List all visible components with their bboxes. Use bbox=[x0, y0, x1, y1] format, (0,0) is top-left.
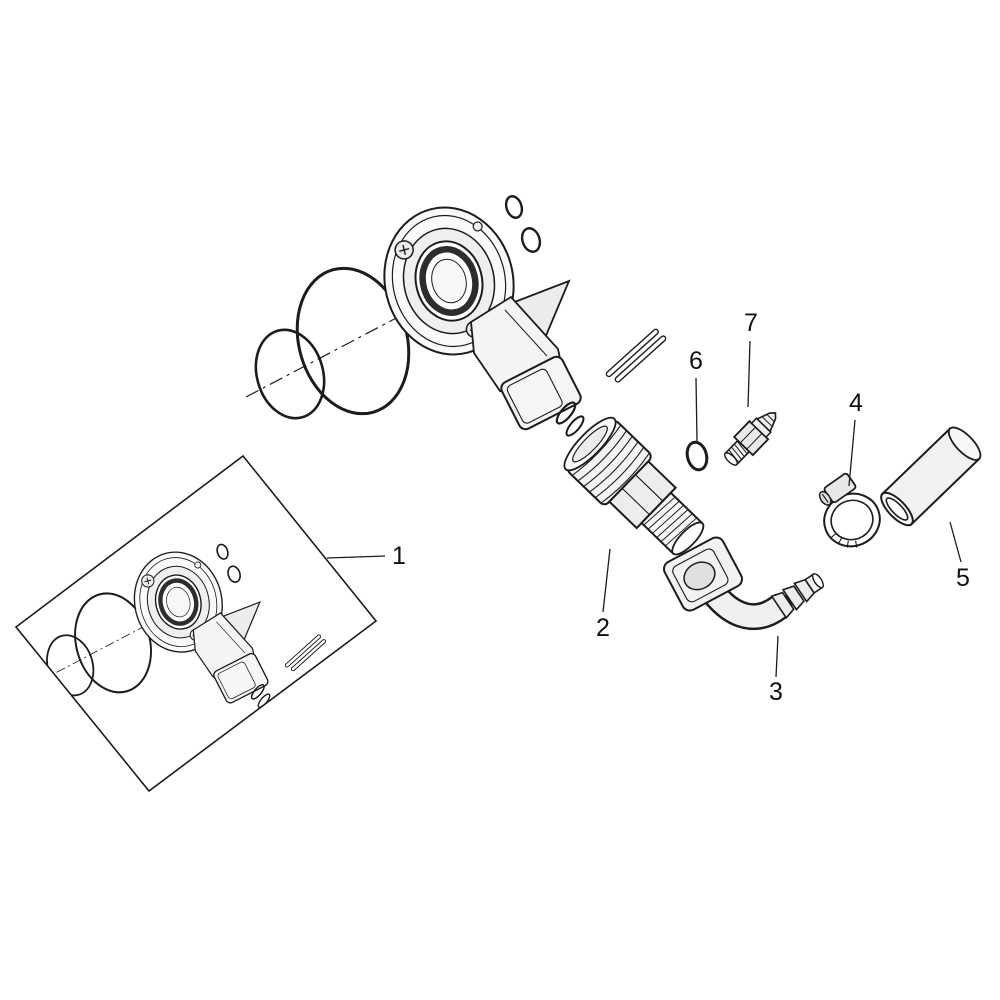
callout-label-3: 3 bbox=[769, 678, 783, 706]
leader-lines bbox=[326, 340, 962, 678]
callout-label-6: 6 bbox=[689, 347, 703, 375]
nipple-hex-facet bbox=[739, 426, 756, 444]
hose-far-end bbox=[947, 426, 982, 461]
thread-lines bbox=[643, 496, 697, 547]
leader-line-6 bbox=[695, 377, 698, 442]
hex-facet-line bbox=[635, 474, 664, 502]
nipple-thread-end bbox=[724, 452, 738, 466]
coupling-rib-lines bbox=[571, 424, 651, 504]
callout-label-5: 5 bbox=[956, 564, 970, 592]
leader-line-3 bbox=[775, 635, 779, 678]
elbow-barb-end bbox=[770, 572, 824, 620]
part-3-elbow-nipple bbox=[663, 536, 824, 631]
clamp-screw-housing bbox=[818, 472, 857, 506]
nipple-barb-ridge bbox=[765, 413, 776, 423]
callout-label-1: 1 bbox=[392, 542, 406, 570]
thread-end-face bbox=[671, 521, 705, 556]
elbow-flange-nut bbox=[663, 536, 743, 612]
leader-line-1 bbox=[326, 555, 386, 559]
part-2-quick-coupling bbox=[563, 416, 705, 556]
elbow-tube-fill bbox=[702, 581, 790, 628]
part-4-hose-clamp bbox=[818, 472, 881, 548]
kit-box-outline bbox=[14, 454, 378, 793]
callout-label-7: 7 bbox=[744, 309, 758, 337]
leader-line-4 bbox=[848, 419, 856, 487]
part-6-o-ring bbox=[685, 440, 709, 472]
nipple-barb-ridge bbox=[761, 416, 773, 428]
callout-label-2: 2 bbox=[596, 614, 610, 642]
hose-bore bbox=[885, 497, 909, 521]
nipple-barb-cone bbox=[755, 412, 777, 433]
hex-facet-line bbox=[621, 487, 650, 516]
leader-line-7 bbox=[747, 340, 751, 408]
clamp-band-slots bbox=[830, 533, 858, 548]
nipple-hex-facet bbox=[746, 433, 763, 450]
leader-line-2 bbox=[602, 548, 611, 613]
part-5-hose-piece bbox=[880, 426, 982, 527]
part-7-hose-nipple bbox=[724, 412, 777, 466]
leader-line-5 bbox=[949, 521, 962, 563]
callout-label-4: 4 bbox=[849, 389, 863, 417]
